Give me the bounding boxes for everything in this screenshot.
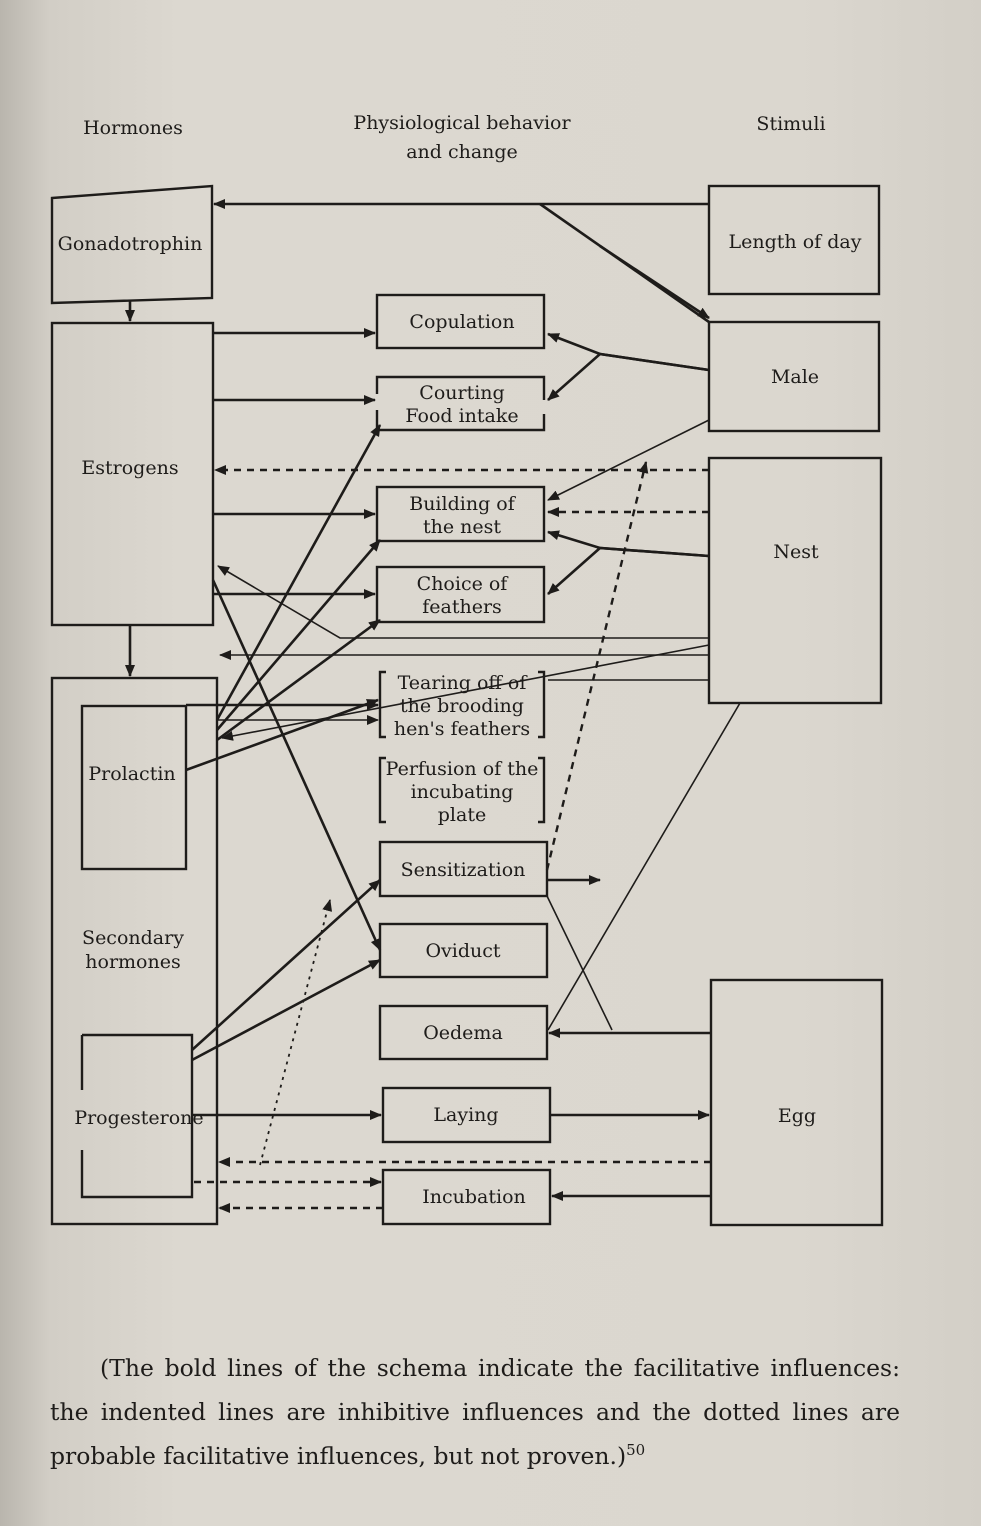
label-sensitization: Sensitization bbox=[401, 859, 526, 881]
label-nest: Nest bbox=[773, 541, 819, 563]
label-tearing-line2: the brooding bbox=[400, 695, 524, 717]
label-progesterone: Progesterone bbox=[74, 1107, 203, 1129]
box-building-nest bbox=[375, 485, 546, 543]
label-tearing-line3: hen's feathers bbox=[394, 718, 530, 740]
header-hormones: Hormones bbox=[83, 117, 183, 139]
box-male bbox=[707, 320, 881, 433]
label-perfusion-line1: Perfusion of the bbox=[386, 758, 539, 780]
arrow-male-copulation bbox=[547, 332, 710, 372]
figure-caption: (The bold lines of the schema indicate t… bbox=[50, 1346, 900, 1478]
box-nest bbox=[707, 456, 883, 705]
arrow-male-courting bbox=[547, 352, 710, 401]
label-incubation: Incubation bbox=[422, 1186, 526, 1208]
label-perfusion-line2: incubating bbox=[411, 781, 514, 803]
box-choice-feathers bbox=[375, 565, 546, 624]
arrow-progesterone-oviduct bbox=[191, 958, 381, 1062]
label-estrogens: Estrogens bbox=[81, 457, 178, 479]
box-perfusion-plate bbox=[378, 756, 546, 824]
label-egg: Egg bbox=[778, 1105, 816, 1127]
arrow-probable-up bbox=[259, 899, 333, 1166]
label-perfusion-line3: plate bbox=[438, 804, 486, 826]
caption-footnote: 50 bbox=[626, 1440, 646, 1459]
box-gonadotrophin bbox=[50, 184, 214, 305]
arrow-secondary-building bbox=[216, 539, 381, 731]
label-gonadotrophin: Gonadotrophin bbox=[58, 233, 203, 255]
arrow-secondary-choice bbox=[216, 618, 381, 742]
label-male: Male bbox=[771, 366, 819, 388]
box-incubation bbox=[381, 1168, 552, 1226]
arrow-progesterone-sensitization bbox=[191, 879, 381, 1051]
arrow-nest-estrogens bbox=[217, 565, 709, 639]
arrow-sensitization-egg bbox=[546, 895, 613, 1031]
arrow-male-building bbox=[547, 419, 710, 501]
header-stimuli: Stimuli bbox=[756, 113, 825, 135]
label-oedema: Oedema bbox=[423, 1022, 503, 1044]
caption-text: (The bold lines of the schema indicate t… bbox=[50, 1353, 900, 1470]
box-length-of-day bbox=[707, 184, 881, 296]
label-secondary-line2: hormones bbox=[85, 951, 180, 973]
box-secondary-hormones bbox=[50, 676, 219, 1226]
label-choice-line2: feathers bbox=[422, 596, 502, 618]
box-tearing-feathers bbox=[378, 670, 546, 739]
label-building-line2: the nest bbox=[423, 516, 501, 538]
label-food-intake: Food intake bbox=[405, 405, 518, 427]
box-progesterone bbox=[80, 1033, 194, 1199]
arrow-sensitization-nest-dashed bbox=[545, 461, 649, 871]
label-tearing-line1: Tearing off of bbox=[398, 672, 529, 694]
box-courting-food bbox=[375, 375, 546, 432]
arrow-nest-sensitization bbox=[547, 702, 741, 1031]
label-secondary-line1: Secondary bbox=[82, 927, 184, 949]
label-oviduct: Oviduct bbox=[425, 940, 500, 962]
label-courting: Courting bbox=[419, 382, 504, 404]
arrow-secondary-food bbox=[215, 424, 382, 721]
label-copulation: Copulation bbox=[409, 311, 514, 333]
label-choice-line1: Choice of bbox=[417, 573, 510, 595]
arrow-nest-secondary bbox=[221, 644, 710, 741]
hormone-behavior-diagram: Hormones Physiological behavior and chan… bbox=[50, 112, 884, 1227]
label-laying: Laying bbox=[433, 1104, 498, 1126]
arrow-head-male-day bbox=[599, 244, 710, 320]
header-physiological-line1: Physiological behavior bbox=[353, 112, 571, 134]
box-copulation bbox=[375, 293, 546, 350]
arrow-nest-choice bbox=[547, 546, 710, 595]
box-prolactin bbox=[80, 704, 188, 871]
header-physiological-line2: and change bbox=[406, 141, 518, 163]
box-egg bbox=[709, 978, 884, 1227]
label-length-of-day: Length of day bbox=[729, 231, 862, 253]
box-oedema bbox=[378, 1004, 549, 1061]
box-estrogens bbox=[50, 321, 215, 627]
arrow-estrogens-oviduct bbox=[211, 579, 382, 951]
label-building-line1: Building of bbox=[409, 493, 516, 515]
label-prolactin: Prolactin bbox=[88, 763, 175, 785]
